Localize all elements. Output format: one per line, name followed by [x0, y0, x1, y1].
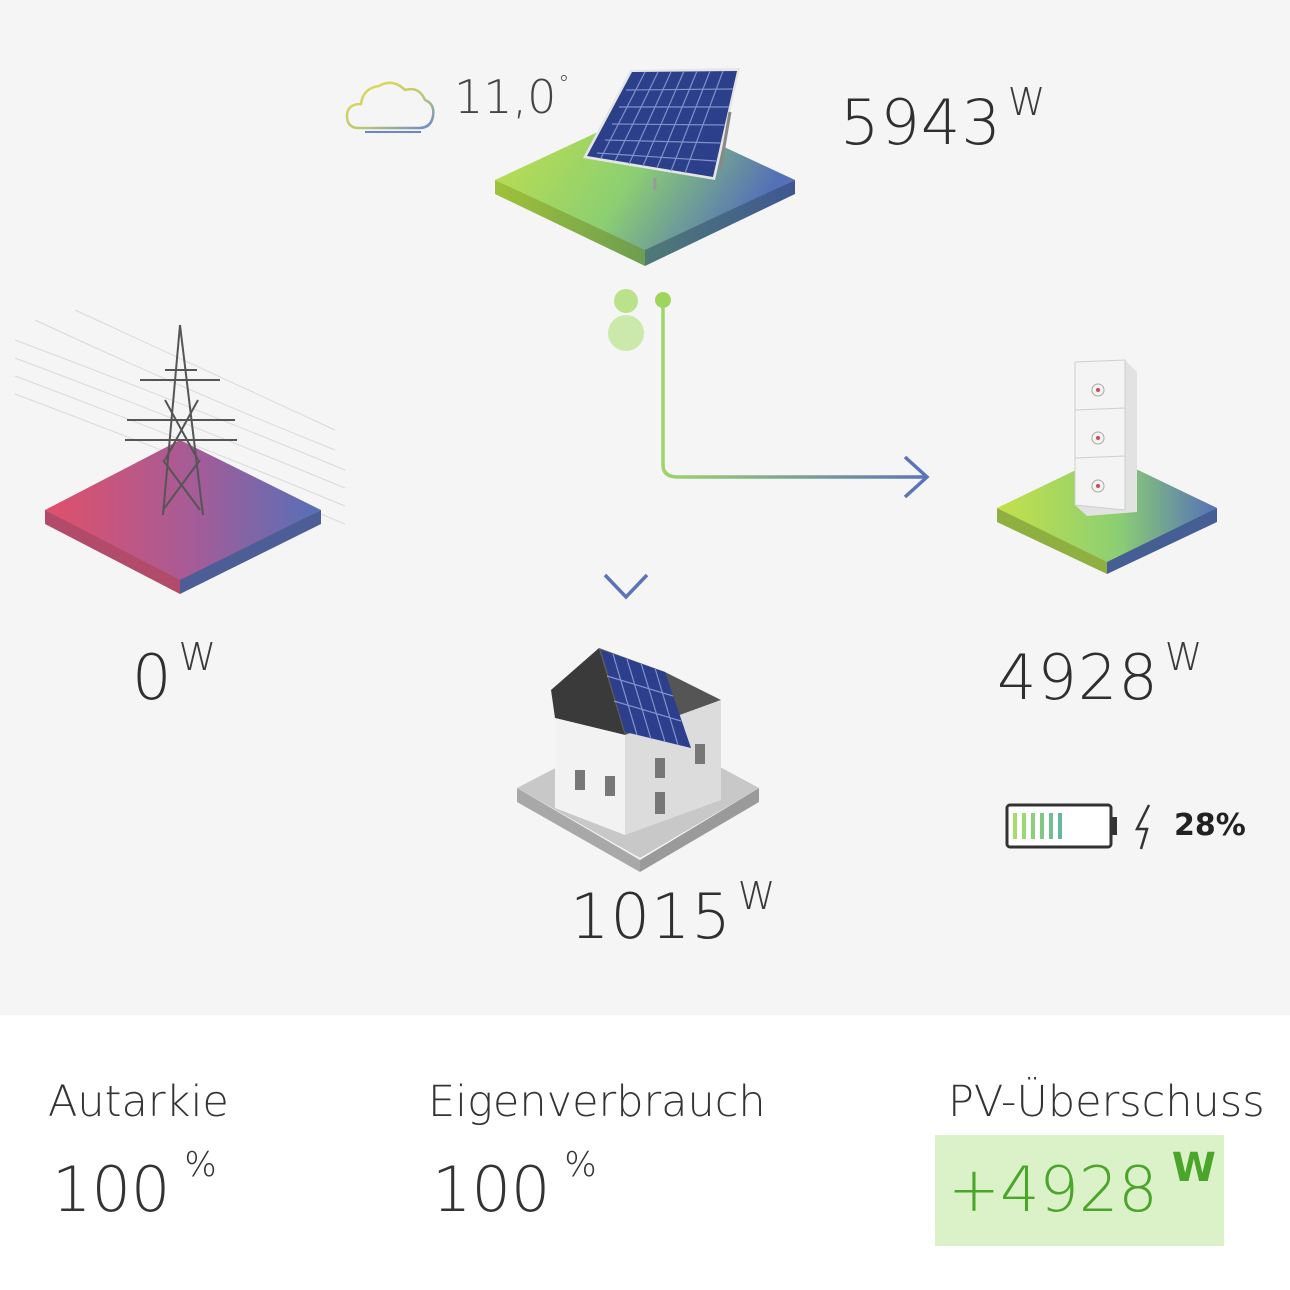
- eigenverbrauch-value: 100%: [432, 1145, 597, 1226]
- battery-level-bar: [1031, 813, 1035, 839]
- autarkie-label: Autarkie: [48, 1077, 229, 1127]
- lightning-icon: [1134, 804, 1151, 850]
- battery-stack: [1074, 359, 1137, 516]
- house-platform: [517, 648, 759, 872]
- pv-platform: [495, 68, 795, 266]
- weather-temperature: 11,0°: [454, 70, 570, 124]
- battery-icon: [1005, 803, 1151, 850]
- flow-dot: [614, 289, 638, 313]
- pv-surplus-box: [935, 1135, 1224, 1246]
- arrow-down-icon: [603, 573, 649, 600]
- battery-level-bar: [1022, 813, 1026, 839]
- eigenverbrauch-label: Eigenverbrauch: [428, 1077, 766, 1127]
- cloud-icon: [345, 81, 435, 133]
- stats-panel: Autarkie 100% Eigenverbrauch 100% PV-Übe…: [0, 1015, 1290, 1290]
- flow-line-to-battery: [661, 303, 925, 479]
- autarkie-value: 100%: [52, 1145, 217, 1226]
- arrow-right-icon: [903, 455, 930, 499]
- house-icon: [551, 648, 721, 835]
- pv-surplus-label: PV-Überschuss: [948, 1077, 1265, 1127]
- battery-level-bar: [1049, 813, 1053, 839]
- flow-lines: [603, 289, 930, 600]
- battery-platform: [997, 359, 1217, 574]
- energy-flow-area: 11,0°: [14, 68, 1246, 953]
- battery-level-bar: [1040, 813, 1044, 839]
- battery-level-bar: [1058, 813, 1062, 839]
- battery-charge-percent: 28%: [1174, 808, 1246, 843]
- battery-level-bar: [1013, 813, 1017, 839]
- flow-dot: [655, 292, 671, 308]
- grid-platform: [14, 309, 346, 594]
